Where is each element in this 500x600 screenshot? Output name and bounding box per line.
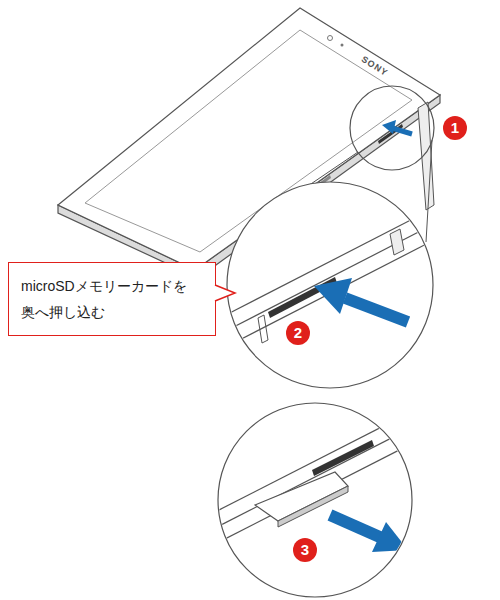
slot-cover [418,102,434,210]
brand-logo: SONY [360,54,390,78]
callout-number: 1 [443,116,467,140]
callout-number: 3 [293,538,317,562]
push-arrow [392,128,412,134]
push-arrow-head [382,120,396,134]
magnifier-step2 [227,182,433,388]
magnifier-step3 [218,403,412,597]
callout-text: microSDメモリーカードを 奥へ押し込む [21,273,203,325]
camera [328,36,333,41]
callout-number: 2 [286,321,310,345]
sensor [341,44,344,47]
magnifier-small [350,86,434,170]
zoom-line [426,140,432,242]
edge-detail [215,410,415,552]
callout-tail-fill [215,285,235,301]
callout-box: microSDメモリーカードを 奥へ押し込む [8,262,216,336]
edge-detail [220,205,440,350]
callout-tail-line [215,285,235,301]
